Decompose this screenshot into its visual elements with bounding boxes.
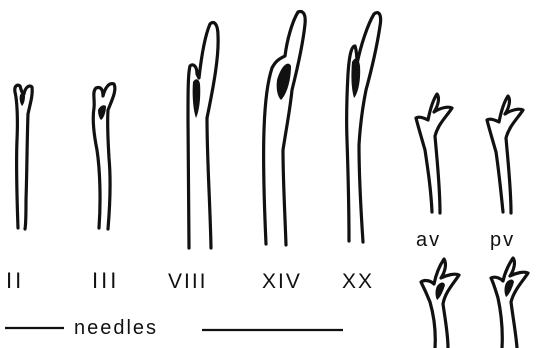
hook-chaeta-lower-left [421, 259, 459, 348]
hook-chaeta-lower-right [491, 258, 528, 348]
needle-label-viii: VIII [168, 270, 208, 293]
needle-chaeta-xx [347, 13, 381, 242]
scale-bar-caption: needles [74, 317, 158, 339]
hook-label-pv: pv [490, 229, 515, 251]
needle-chaeta-ii [15, 85, 32, 229]
hook-chaeta-pv [487, 96, 523, 213]
hook-chaeta-av [416, 94, 452, 213]
needle-chaeta-iii [93, 84, 115, 229]
hook-label-av: av [416, 229, 441, 251]
needle-label-iii: III [92, 268, 119, 293]
needle-label-ii: II [6, 268, 24, 293]
needle-label-xiv: XIV [262, 270, 302, 293]
needle-chaeta-viii [188, 23, 218, 249]
needle-label-xx: XX [342, 270, 374, 293]
scale-bar: needles [5, 317, 343, 339]
needle-chaeta-xiv [264, 12, 306, 246]
